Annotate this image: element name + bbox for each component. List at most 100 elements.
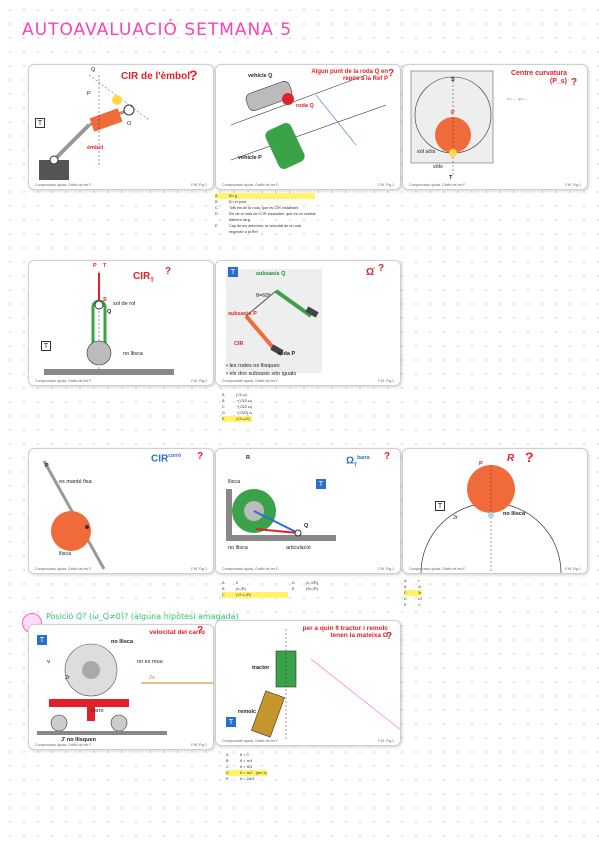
answer-option[interactable]: D−(√3/2) ω bbox=[222, 411, 253, 415]
slide-cir-corro[interactable]: CIRcorró ? P es manté fixa llisca Compro… bbox=[28, 448, 214, 574]
tab-t: T bbox=[226, 717, 236, 727]
handwritten-note: Posició Q? (ω_Q≠0)? (alguna hipòtesi ama… bbox=[46, 612, 239, 621]
label-p: P bbox=[479, 461, 483, 467]
tab-t: T bbox=[41, 341, 51, 351]
slide-tractor-remolc[interactable]: per a quin θ tractor i remolc tenen la m… bbox=[215, 620, 401, 746]
answer-option[interactable]: B−(√3/2 ω) bbox=[222, 399, 253, 403]
slide-4-heading: CIRT bbox=[133, 271, 154, 284]
slide-footer: Comprovació ajuda, Gràfic de les F.F.M. … bbox=[222, 739, 394, 743]
label-o: O bbox=[127, 121, 132, 127]
slide-centre-curvatura[interactable]: Centre curvatura (P_s) ? S P sòl sòls sò… bbox=[402, 64, 588, 190]
answer-option[interactable]: diferent de g bbox=[229, 218, 251, 222]
answer-option[interactable]: respecte a la Ref bbox=[229, 230, 258, 234]
label-articulacio: articulació bbox=[286, 545, 311, 551]
slide-roda-q[interactable]: Algun punt de la roda Q en repòs a la Re… bbox=[215, 64, 401, 190]
slide-6-drawing bbox=[42, 460, 106, 570]
slide-5-heading: Ω̇ bbox=[366, 267, 375, 278]
label-2r: 2r bbox=[65, 675, 70, 681]
label-llisca: llisca bbox=[228, 479, 241, 485]
answer-option[interactable]: C(√2 v₀/R) bbox=[222, 592, 288, 598]
label-v: v bbox=[47, 659, 51, 665]
slide-omega-dot[interactable]: Ω̇ ? subsasis Q θ=60º subsasis P CIR rod… bbox=[215, 260, 401, 386]
slide-footer: Comprovació ajuda, Gràfic de les F.F.M. … bbox=[222, 183, 394, 187]
question-mark: ? bbox=[384, 451, 391, 462]
label-s: S bbox=[103, 297, 107, 303]
slide-7-heading: ΩTbarra bbox=[346, 455, 370, 469]
label-subsasis-q: subsasis Q bbox=[256, 271, 286, 277]
answer-option[interactable]: E(2v₀/R) bbox=[292, 587, 318, 591]
slide-footer: Comprovació ajuda, Gràfic de les F.F.M. … bbox=[35, 567, 207, 571]
slide-footer: Comprovació ajuda, Gràfic de les F.F.M. … bbox=[35, 743, 207, 747]
label-p: P bbox=[87, 91, 91, 97]
slide-omega-barra[interactable]: ΩTbarra ? R llisca Q no llisca articulac… bbox=[215, 448, 401, 574]
page-title: AUTOAVALUACIÓ SETMANA 5 bbox=[22, 20, 293, 40]
slide-velocitat-carro[interactable]: velocitat del carro ? no llisca no es mo… bbox=[28, 624, 214, 750]
slide-7-drawing bbox=[226, 489, 336, 541]
slide-2-heading: Algun punt de la roda Q en repòs a la Re… bbox=[311, 69, 388, 82]
label-q: Q bbox=[304, 523, 309, 529]
slide-cir-embol[interactable]: CIR de l'èmbol ? Q P O émbol T Comprovac… bbox=[28, 64, 214, 190]
label-sols: sòls bbox=[433, 164, 443, 170]
slide-radi-curvatura[interactable]: R ? P 2r no llisca T Comprovació ajuda, … bbox=[402, 448, 588, 574]
slide-footer: Comprovació ajuda, Gràfic de les F.F.M. … bbox=[222, 379, 394, 383]
label-2v: 2v bbox=[149, 675, 155, 681]
answer-option[interactable]: B(v₀/R) bbox=[222, 587, 246, 591]
label-q: Q bbox=[107, 309, 112, 315]
label-t: T bbox=[449, 175, 453, 181]
answer-option[interactable]: D(v₀/2R) bbox=[292, 581, 318, 585]
notes: ẋ = ... · ρ = ... bbox=[507, 97, 528, 101]
question-mark: ? bbox=[388, 68, 395, 79]
answer-option[interactable]: C−(√3/2 ω) bbox=[222, 405, 253, 409]
slide-cir-t[interactable]: CIRT ? P T S Q sol de rol no llisca T Co… bbox=[28, 260, 214, 386]
answer-option[interactable]: E∞ bbox=[404, 603, 421, 607]
slide-10-heading: per a quin θ tractor i remolc tenen la m… bbox=[302, 625, 388, 640]
question-mark: ? bbox=[197, 451, 204, 462]
slide-2-drawing bbox=[230, 74, 387, 169]
label-t: T bbox=[103, 263, 107, 269]
label-roda-p: roda P bbox=[278, 351, 296, 357]
slide-8-drawing bbox=[420, 465, 562, 573]
bullet-1: • les rodes no llisquen bbox=[226, 363, 280, 369]
slide-9-heading: velocitat del carro bbox=[149, 629, 205, 636]
tab-t: T bbox=[435, 501, 445, 511]
label-no-llisca: no llisca bbox=[123, 351, 143, 357]
slide-1-drawing bbox=[39, 74, 150, 180]
label-sol-de-rol: sol de rol bbox=[113, 301, 136, 307]
label-r: R bbox=[246, 455, 250, 461]
label-subsasis-p: subsasis P bbox=[228, 311, 257, 317]
label-cir: CIR bbox=[234, 341, 244, 347]
slide-footer: Comprovació ajuda, Gràfic de les F.F.M. … bbox=[409, 567, 581, 571]
bullet-2: • els dos subsasis són iguals bbox=[226, 371, 297, 377]
answer-option[interactable]: A(√3 ω) bbox=[222, 393, 247, 397]
label-no-llisca: no llisca bbox=[111, 639, 134, 645]
label-tractor: tractor bbox=[252, 665, 270, 671]
slide-1-heading: CIR de l'èmbol bbox=[121, 71, 191, 82]
slide-8-heading: R bbox=[507, 453, 515, 464]
slide-10-drawing bbox=[251, 629, 400, 741]
answer-option[interactable]: E(√3 ω/2) bbox=[222, 416, 253, 422]
slide-footer: Comprovació ajuda, Gràfic de les F.F.M. … bbox=[35, 379, 207, 383]
label-theta: θ=60º bbox=[256, 293, 271, 299]
label-2r: 2r bbox=[453, 515, 458, 521]
tab-t: T bbox=[228, 267, 238, 277]
label-vehicle-q: vehicle Q bbox=[248, 73, 273, 79]
question-mark: ? bbox=[189, 67, 198, 83]
label-no-es-mou: no es mou bbox=[137, 659, 163, 665]
